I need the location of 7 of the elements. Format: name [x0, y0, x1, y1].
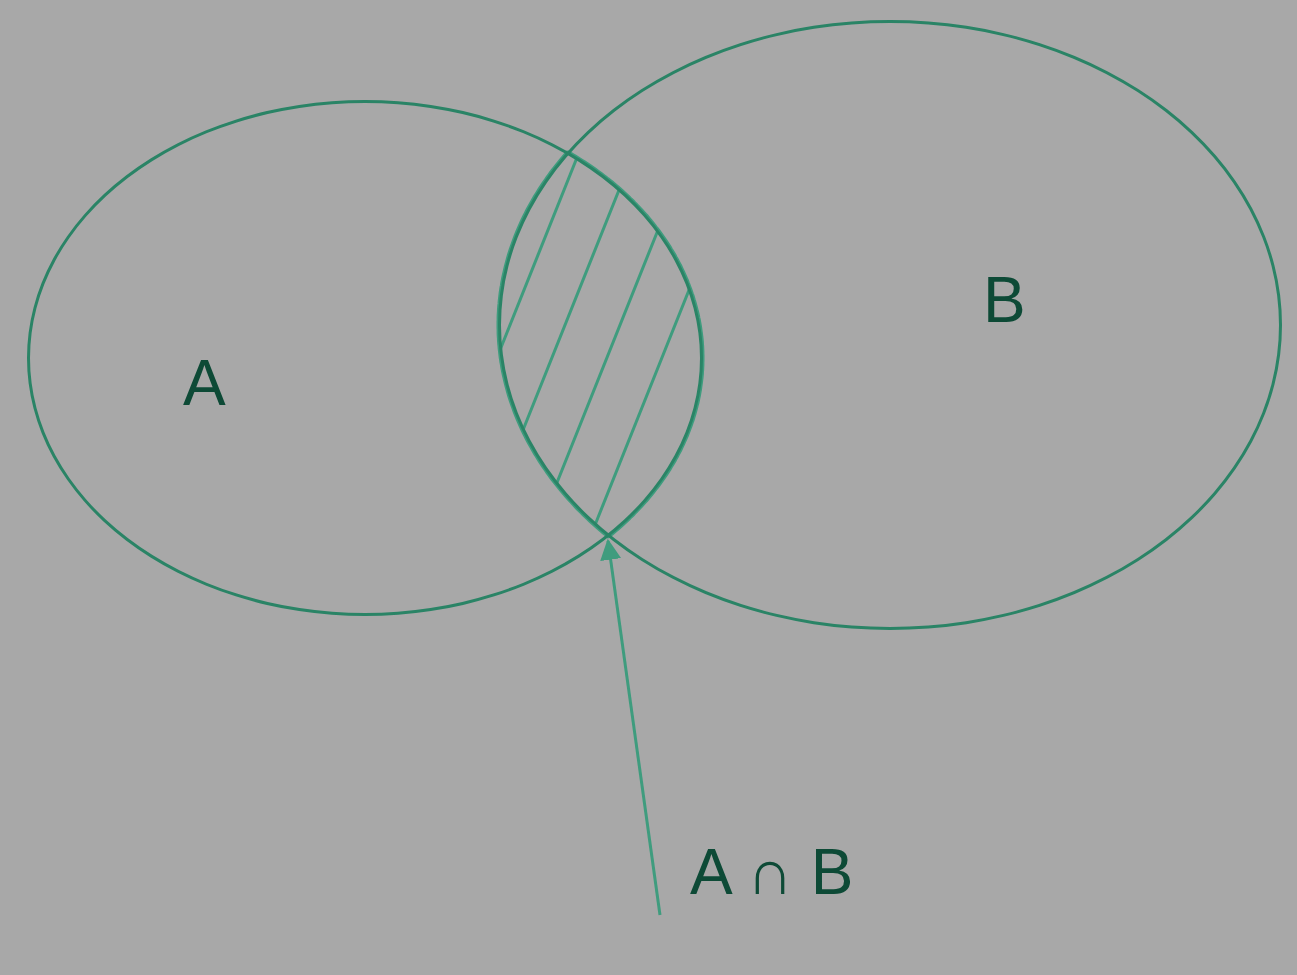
set-ellipse [27, 100, 703, 616]
intersection-label: A ∩ B [690, 840, 854, 904]
set-ellipse [498, 20, 1282, 630]
set-label: A [183, 351, 226, 415]
leader-arrow [600, 538, 662, 916]
hatched-intersection [496, 150, 705, 539]
set-label: B [983, 268, 1026, 332]
